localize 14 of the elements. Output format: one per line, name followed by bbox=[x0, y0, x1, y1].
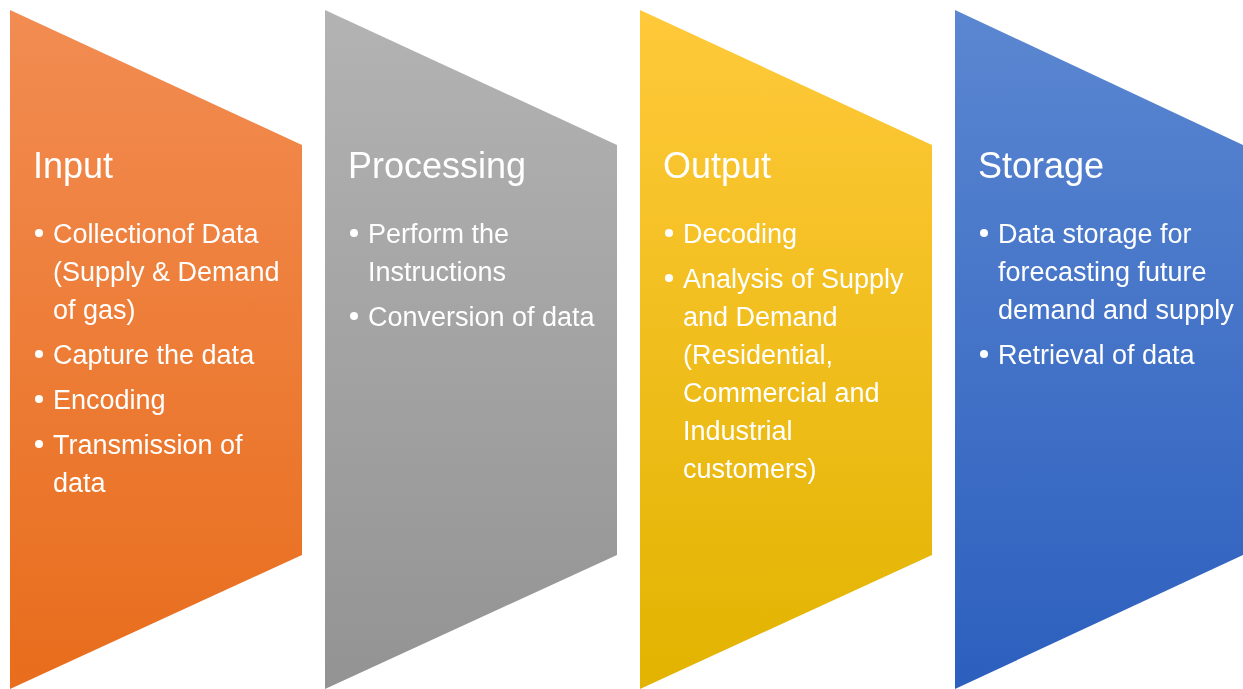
bullet-text: Encoding bbox=[53, 384, 166, 417]
stage-heading: Processing bbox=[348, 145, 527, 187]
stage-heading: Output bbox=[663, 145, 772, 187]
bullet-text: Analysis of Supply and Demand (Residential, Commercial and Industrial customers) bbox=[683, 263, 905, 486]
stage-heading: Input bbox=[33, 145, 114, 187]
bullet-text: Conversion of data bbox=[368, 301, 595, 334]
bullet-text: Capture the data bbox=[53, 339, 255, 372]
bullet-text: Transmission of data bbox=[53, 429, 244, 500]
bullet-text: Data storage for forecasting future demand and supply bbox=[998, 218, 1235, 327]
bullet-text: Perform the Instructions bbox=[368, 218, 511, 289]
bullet-text: Decoding bbox=[683, 218, 798, 251]
bullet-text: Collectionof Data (Supply & Demand of gas) bbox=[53, 218, 281, 327]
stage-heading: Storage bbox=[978, 145, 1105, 187]
bullet-text: Retrieval of data bbox=[998, 339, 1195, 372]
